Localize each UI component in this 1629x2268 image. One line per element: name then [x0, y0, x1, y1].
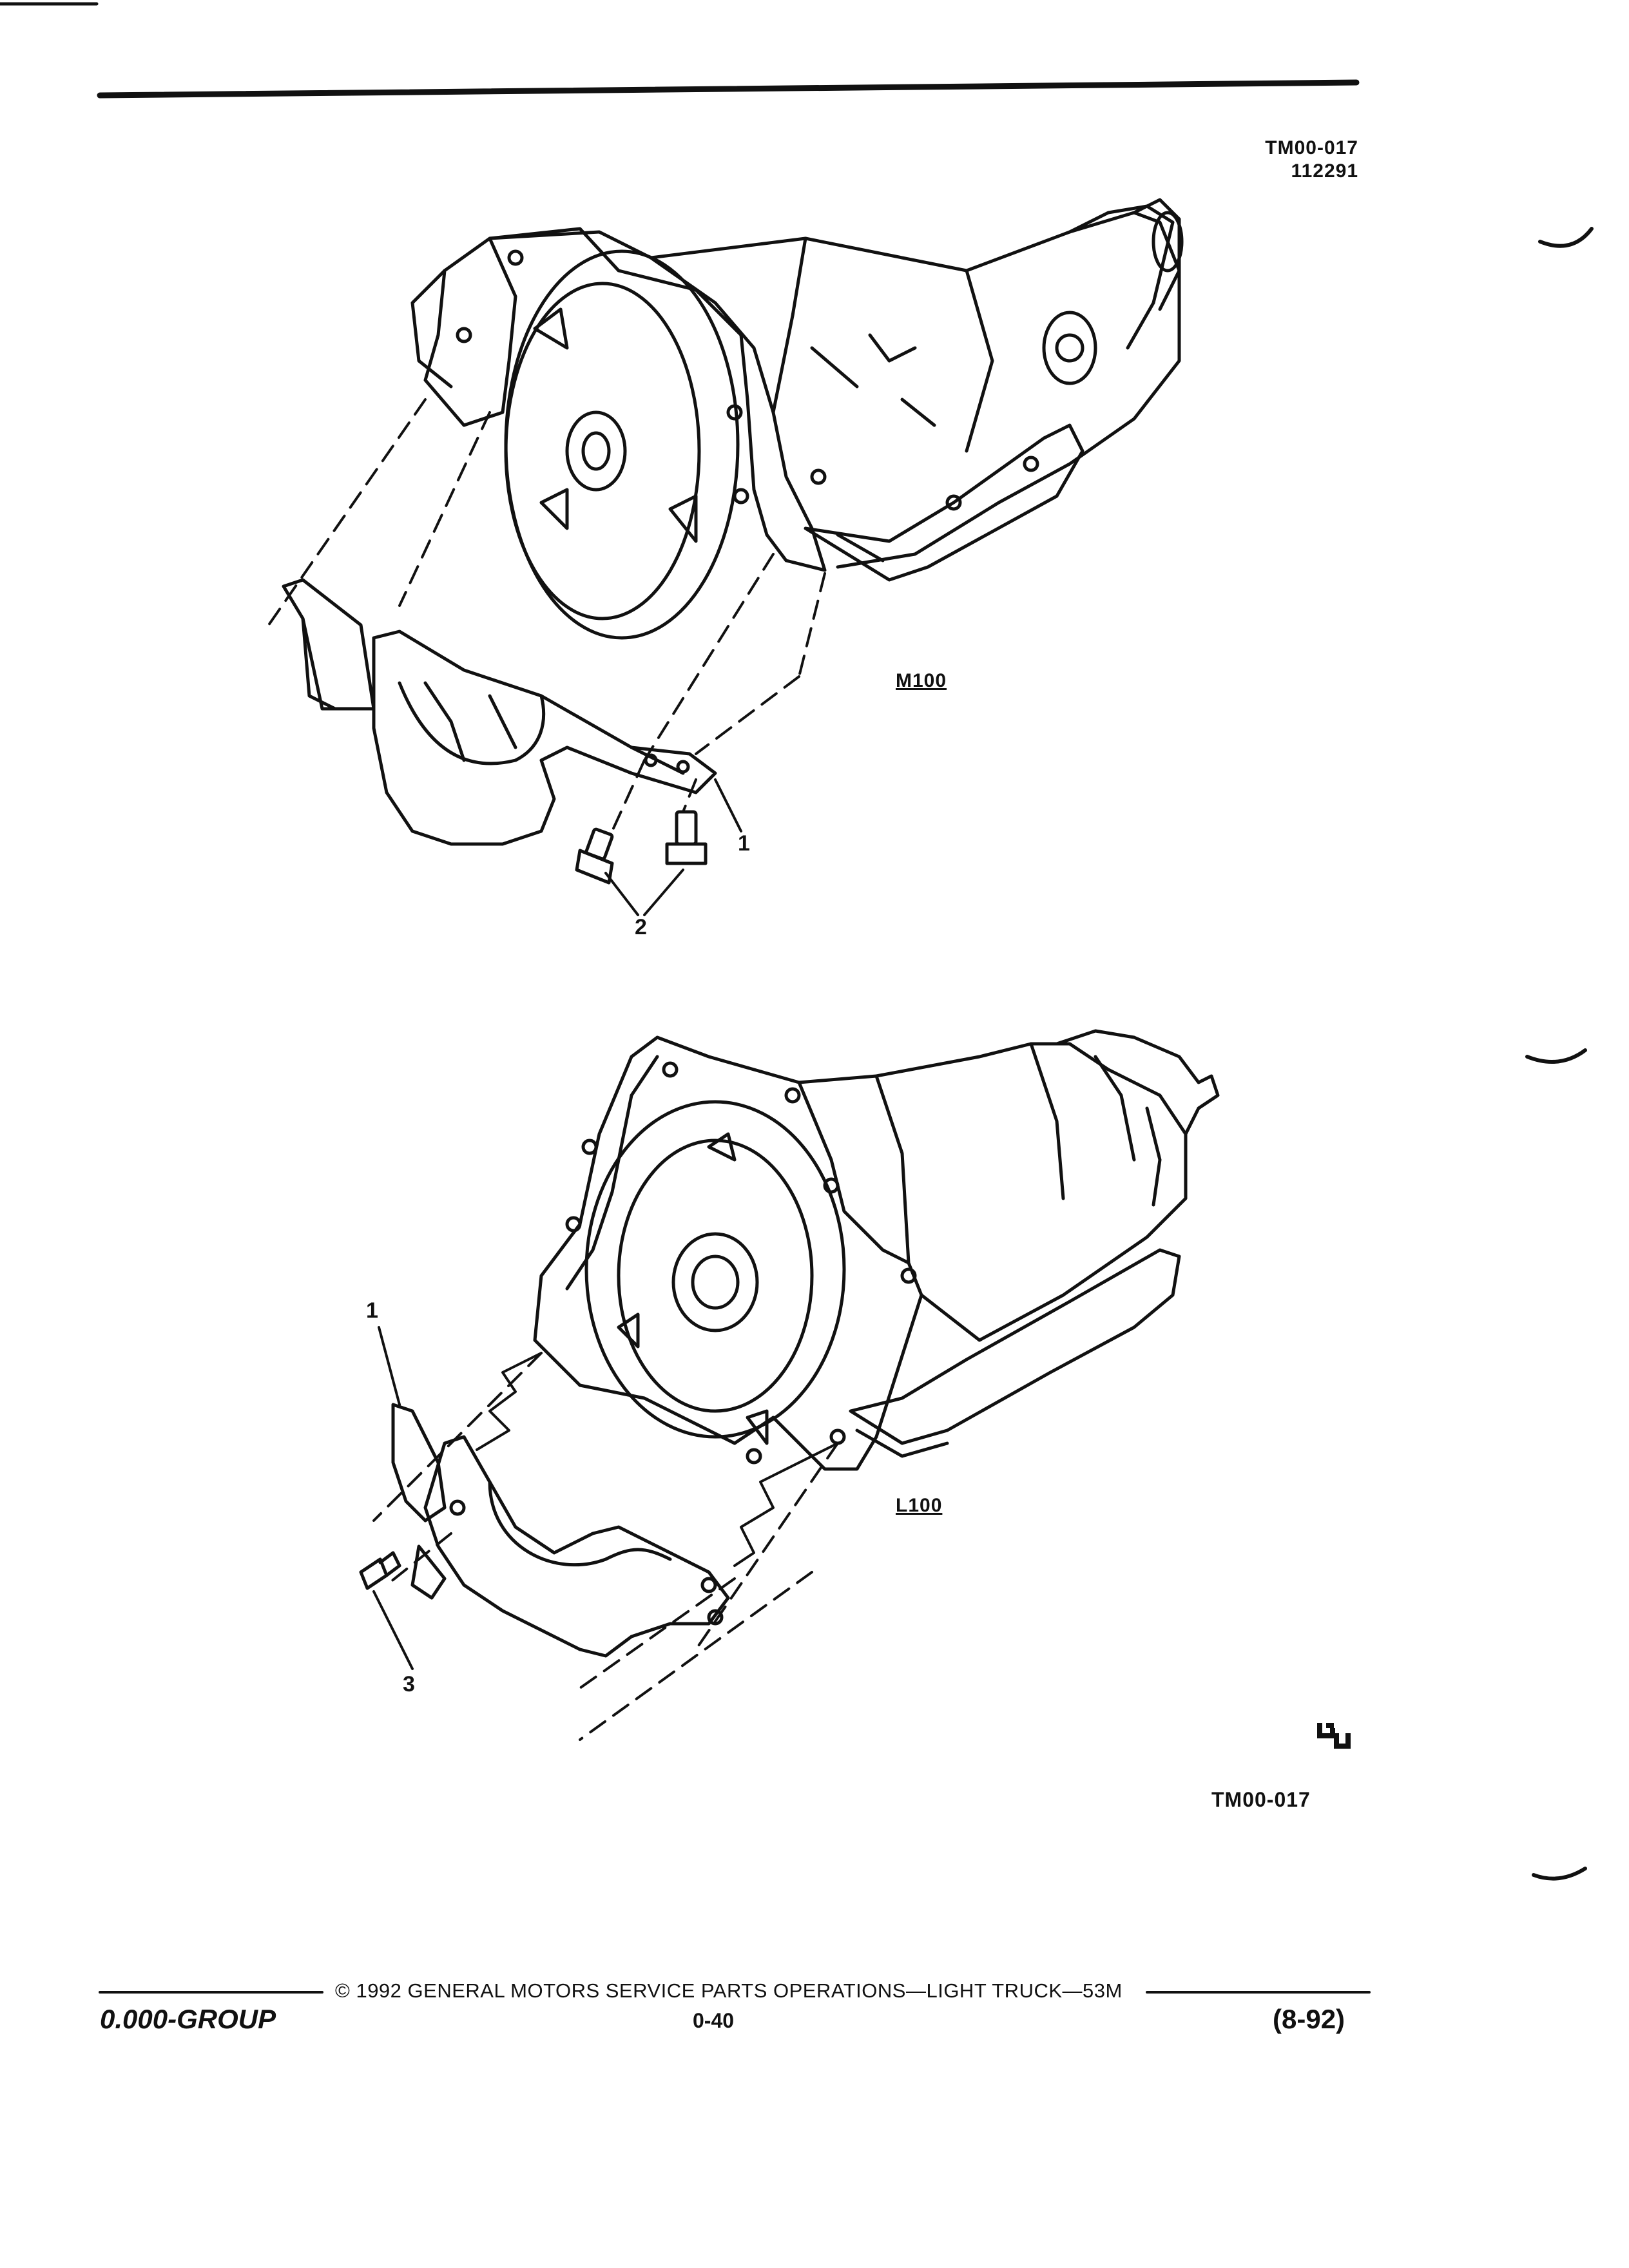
figure-footer-code: TM00-017 [1211, 1788, 1311, 1811]
m100-callout-1: 1 [738, 831, 750, 856]
l100-transmission [533, 1029, 1220, 1471]
m100-bolt-left [575, 827, 614, 885]
l100-assembly-lines [372, 1352, 839, 1741]
page-number: 0-40 [693, 2009, 735, 2032]
l100-stepped-lines [476, 1352, 839, 1567]
m100-callout-2: 2 [635, 915, 647, 939]
model-label-l100: L100 [896, 1495, 943, 1516]
l100-torque-converter [584, 1100, 846, 1439]
l100-callout-1: 1 [366, 1298, 378, 1323]
l100-dust-cover [391, 1403, 730, 1658]
l100-leader-3 [372, 1590, 414, 1670]
m100-bell-housing [488, 227, 827, 572]
l100-main-case [797, 1042, 1188, 1342]
l100-leader-1 [378, 1326, 401, 1406]
m100-oil-pan [804, 423, 1084, 582]
m100-tail-housing [1068, 204, 1175, 350]
m100-leader-2b [643, 869, 684, 916]
l100-output-shaft [1055, 1029, 1220, 1136]
m100-dust-cover [282, 578, 717, 846]
revision-date: (8-92) [1273, 2004, 1345, 2034]
group-label: 0.000-GROUP [100, 2004, 276, 2034]
header-rule [97, 79, 1360, 99]
m100-leader-2a [604, 872, 639, 916]
model-label-m100: M100 [896, 670, 947, 691]
l100-callout-3: 3 [403, 1672, 415, 1696]
copyright-line: © 1992 GENERAL MOTORS SERVICE PARTS OPER… [335, 1979, 1123, 2002]
gm-logo-glyph [1317, 1723, 1351, 1749]
gm-logo [1315, 1714, 1353, 1762]
l100-bell-housing [533, 1035, 923, 1471]
figure-code: TM00-017 [1265, 137, 1358, 159]
m100-bolt-right [665, 810, 708, 865]
margin-mark-1 [1538, 227, 1594, 248]
margin-mark-3 [1532, 1867, 1587, 1881]
margin-mark-2 [1525, 1048, 1587, 1064]
l100-bolt [359, 1551, 401, 1590]
m100-transmission [410, 198, 1184, 640]
m100-leader-1 [714, 778, 742, 832]
m100-assembly-lines [263, 398, 826, 832]
l100-oil-pan [849, 1248, 1181, 1445]
date-code: 112291 [1291, 160, 1358, 182]
